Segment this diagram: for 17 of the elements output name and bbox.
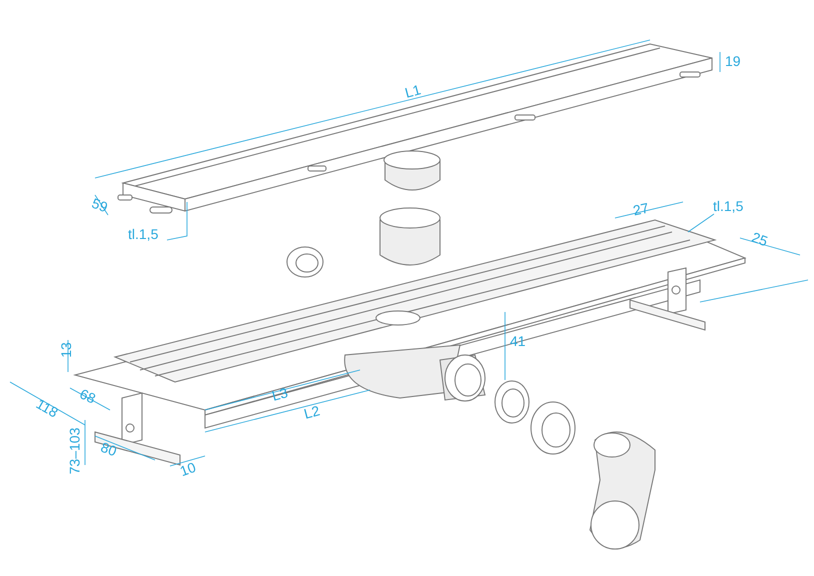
dimension-label: L1	[403, 82, 422, 100]
dimension-label: 59	[90, 196, 110, 214]
dimension-label: L3	[270, 385, 290, 403]
dimension-label: 118	[34, 396, 60, 420]
thickness-label: tl.1,5	[713, 196, 744, 217]
dimension-label: 10	[178, 460, 198, 478]
thickness-label: tl.1,5	[128, 224, 158, 245]
leader-line	[688, 214, 714, 232]
dimension-label: 25	[750, 230, 770, 248]
dimension-label: 73–103	[67, 428, 82, 474]
dimension-label: 19	[725, 54, 741, 68]
dimension-label: 13	[58, 342, 73, 358]
leader-line	[166, 202, 188, 240]
dimension-label: 80	[99, 440, 118, 458]
dimension-label: L2	[302, 403, 322, 421]
dimension-label: 27	[632, 200, 650, 218]
dimension-label: 68	[78, 386, 98, 406]
